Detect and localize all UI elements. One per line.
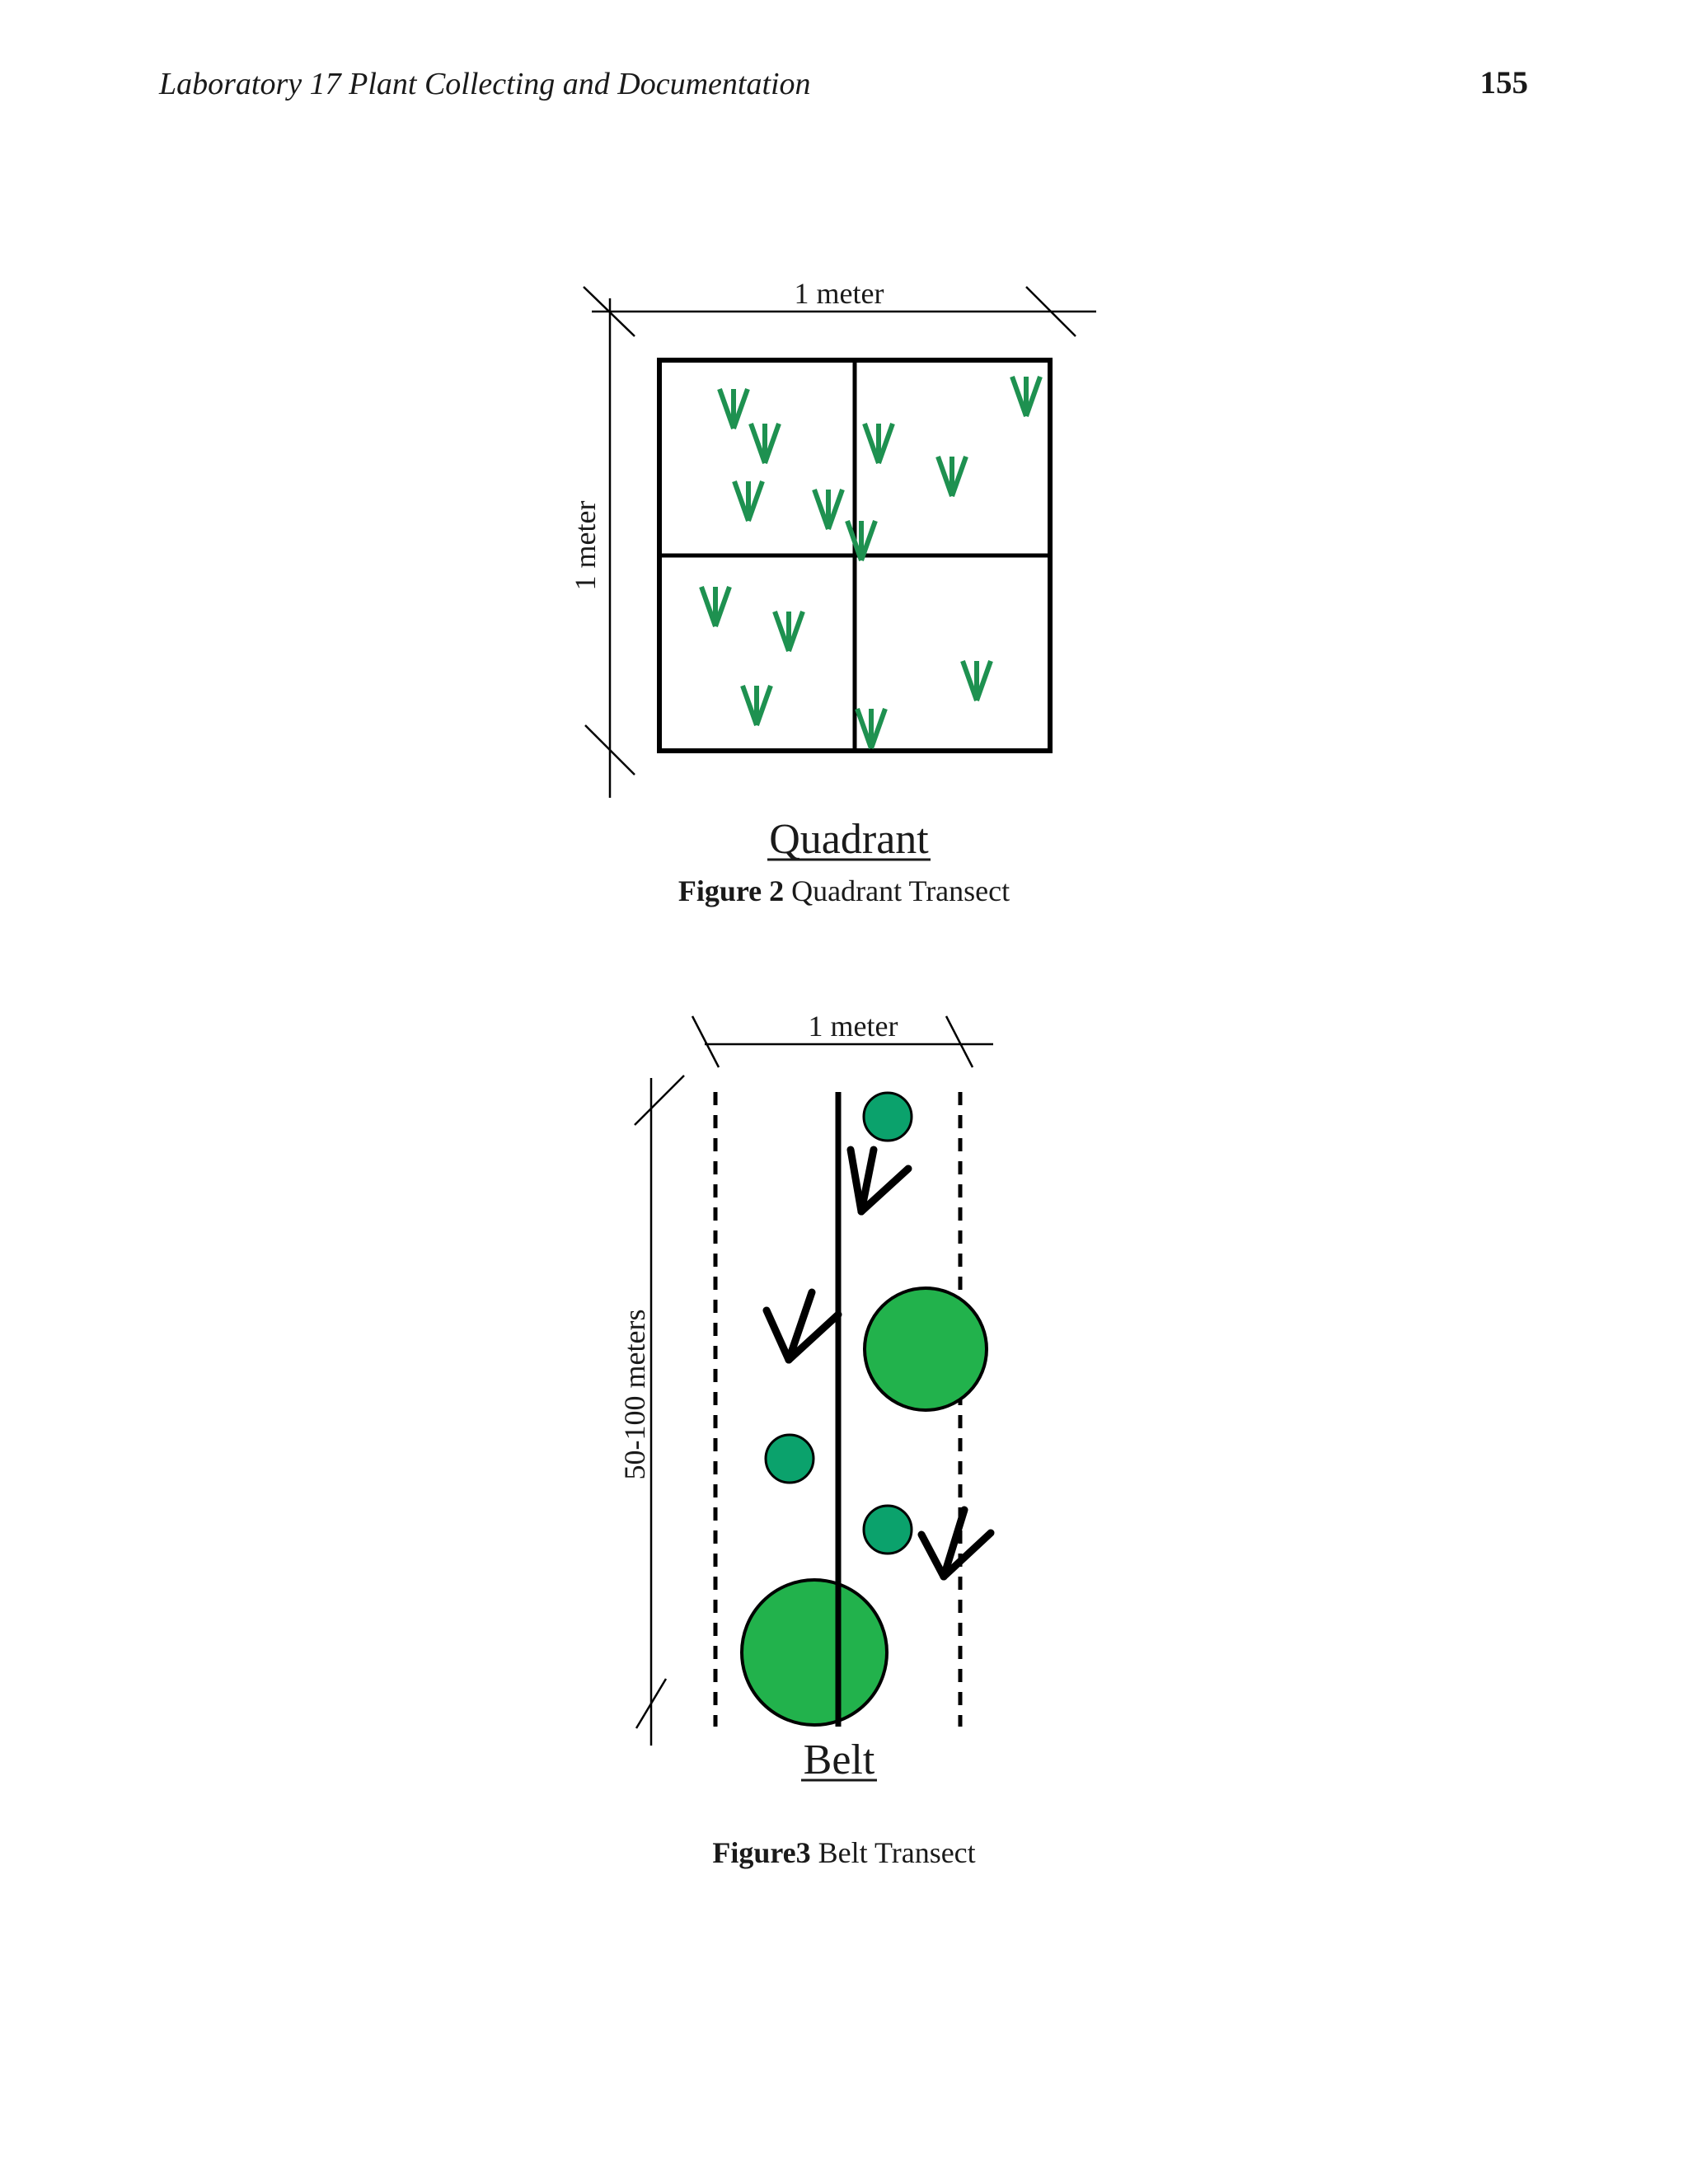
small-plant-circle	[862, 1504, 913, 1555]
plant-icon	[775, 612, 803, 651]
plant-icon	[917, 1506, 995, 1581]
plant-icon	[762, 1288, 842, 1364]
belt-title: Belt	[804, 1736, 875, 1783]
plant-icon	[857, 709, 885, 748]
figure-2-caption-label: Figure 2	[678, 874, 785, 907]
dimension-tick	[691, 1015, 720, 1068]
dimension-tick	[635, 1678, 668, 1729]
small-plant-circle	[764, 1433, 815, 1484]
figure-3-caption: Figure3 Belt Transect	[0, 1835, 1688, 1870]
plant-icon	[743, 686, 771, 725]
figure-2-quadrant-diagram: 1 meter 1 meter Quadrant	[569, 277, 1096, 863]
plant-icon	[734, 481, 762, 521]
figure-3-caption-label: Figure3	[712, 1836, 811, 1869]
width-label: 1 meter	[795, 277, 884, 310]
plant-icon	[963, 661, 991, 701]
plant-icon	[865, 424, 893, 463]
plant-icon	[720, 389, 748, 429]
figure-2-caption-text: Quadrant Transect	[784, 874, 1010, 907]
figure-2-caption: Figure 2 Quadrant Transect	[0, 874, 1688, 908]
page-number: 155	[1479, 65, 1529, 101]
length-label: 50-100 meters	[618, 1310, 651, 1480]
plant-icon	[846, 1146, 912, 1216]
plant-icon	[938, 457, 966, 496]
quadrant-title: Quadrant	[769, 816, 929, 863]
large-shrub-circle	[863, 1286, 988, 1412]
width-label: 1 meter	[809, 1010, 898, 1043]
plant-icons	[701, 377, 1040, 748]
figure-3-belt-diagram: 1 meter 50-100 meters Belt	[618, 1010, 995, 1783]
dimension-tick	[634, 1075, 685, 1126]
large-shrub-circle	[740, 1578, 889, 1727]
running-head: Laboratory 17 Plant Collecting and Docum…	[159, 67, 811, 101]
dimension-tick	[1025, 286, 1076, 337]
dimension-tick	[945, 1015, 974, 1068]
plant-icon	[814, 490, 842, 529]
plant-icon	[701, 587, 729, 626]
plant-icon	[1012, 377, 1040, 416]
figure-3-caption-text: Belt Transect	[810, 1836, 976, 1869]
small-plant-circle	[862, 1091, 913, 1142]
dimension-tick	[584, 724, 635, 776]
height-label: 1 meter	[569, 501, 602, 591]
plant-icon	[751, 424, 779, 463]
